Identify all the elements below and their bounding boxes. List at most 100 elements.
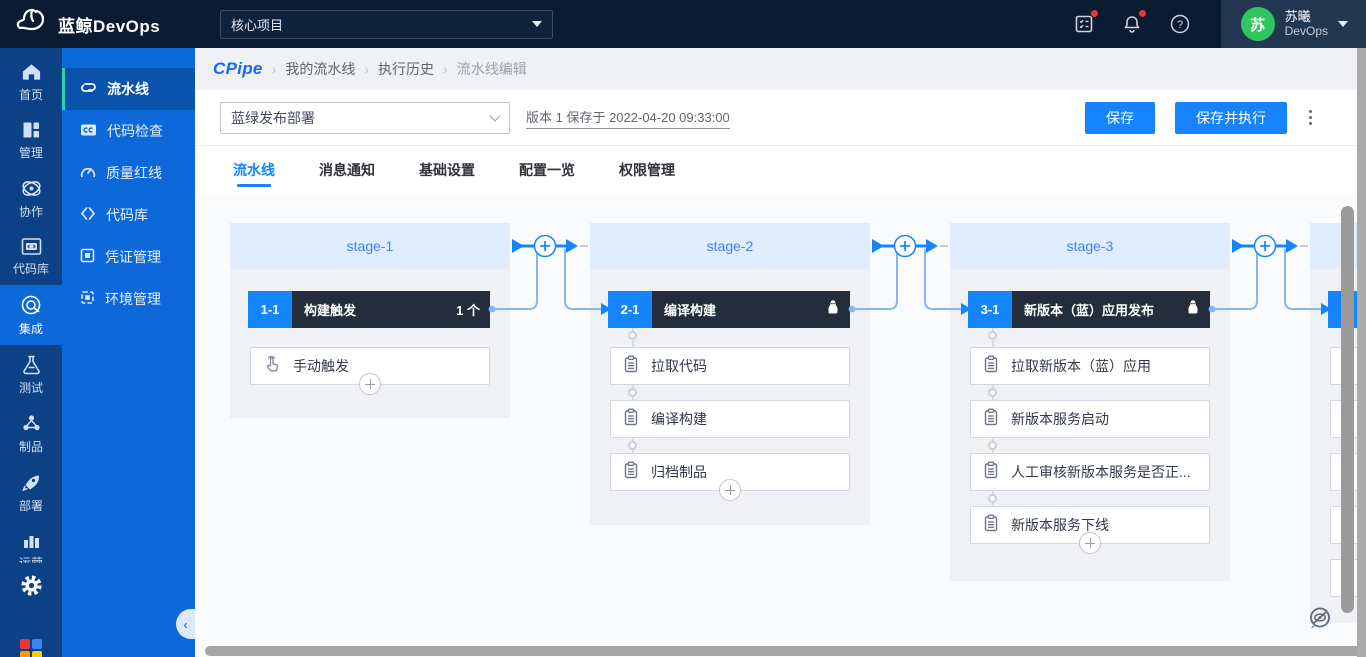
sidebar-item-repo[interactable]: 代码库 xyxy=(62,194,195,236)
pipeline-name-select[interactable]: 蓝绿发布部署 xyxy=(220,101,510,134)
grid-icon xyxy=(21,120,41,140)
job-header-1-1[interactable]: 1-1 构建触发 1 个 xyxy=(248,291,490,328)
chevron-down-icon xyxy=(532,21,542,27)
sidebar-item-integration[interactable]: 集成 xyxy=(0,285,62,345)
help-button[interactable]: ? xyxy=(1165,9,1195,39)
bell-button[interactable] xyxy=(1117,9,1147,39)
stage-column-2: stage-2 2-1 编译构建 拉取代码 xyxy=(590,223,870,525)
stage-column-1: stage-1 1-1 构建触发 1 个 手动触发 xyxy=(230,223,510,418)
user-menu[interactable]: 苏 苏曦 DevOps xyxy=(1220,0,1366,48)
todo-list-button[interactable] xyxy=(1069,9,1099,39)
notification-dot xyxy=(1090,10,1098,17)
repo-icon xyxy=(80,206,96,224)
clipboard-icon xyxy=(983,514,999,537)
connector-dot xyxy=(988,441,997,450)
project-select[interactable]: 核心项目 xyxy=(220,9,553,39)
more-menu-button[interactable] xyxy=(1309,110,1312,125)
tab-basic-settings[interactable]: 基础设置 xyxy=(419,161,475,178)
tab-permissions[interactable]: 权限管理 xyxy=(619,161,675,178)
user-name: 苏曦 xyxy=(1284,9,1311,24)
job-header-2-1[interactable]: 2-1 编译构建 xyxy=(608,291,850,328)
connector-dot xyxy=(628,388,637,397)
add-stage-button[interactable] xyxy=(893,234,917,258)
sidebar-item-pipeline[interactable]: 流水线 xyxy=(62,68,195,110)
breadcrumb-separator: › xyxy=(443,61,448,77)
task-build[interactable]: 编译构建 xyxy=(610,400,850,438)
sidebar-item-collab[interactable]: 协作 xyxy=(0,169,62,228)
primary-sidebar: 首页 管理 协作 代码库 集成 测试 制品 部署 xyxy=(0,48,62,657)
settings-button[interactable] xyxy=(0,563,62,613)
add-task-button[interactable] xyxy=(719,479,741,501)
add-stage-button[interactable] xyxy=(533,234,557,258)
sidebar-item-artifact[interactable]: 制品 xyxy=(0,404,62,463)
bluewhale-logo-icon xyxy=(16,7,50,42)
canvas-vertical-scrollbar[interactable] xyxy=(1341,206,1354,613)
tab-notifications[interactable]: 消息通知 xyxy=(319,161,375,178)
sidebar-item-codecheck[interactable]: 代码检查 xyxy=(62,110,195,152)
sidebar-item-home[interactable]: 首页 xyxy=(0,48,62,111)
app-launcher-button[interactable] xyxy=(0,613,62,657)
bluewhale-brand[interactable]: 蓝鲸DevOps xyxy=(0,7,196,42)
tab-bar: 流水线 消息通知 基础设置 配置一览 权限管理 xyxy=(195,146,1366,193)
task-pull-code[interactable]: 拉取代码 xyxy=(610,347,850,385)
add-task-button[interactable] xyxy=(359,373,381,395)
preview-toggle-button[interactable] xyxy=(1307,605,1333,631)
sidebar-item-coderepo[interactable]: 代码库 xyxy=(0,228,62,285)
chevron-down-icon xyxy=(489,109,501,122)
pipeline-canvas[interactable]: stage-1 1-1 构建触发 1 个 手动触发 xyxy=(195,193,1366,657)
bell-icon xyxy=(1122,14,1142,34)
topbar: 蓝鲸DevOps 核心项目 xyxy=(0,0,1366,48)
tab-pipeline[interactable]: 流水线 xyxy=(233,146,275,193)
chevron-down-icon xyxy=(1338,21,1348,27)
stage-3-header[interactable]: stage-3 xyxy=(950,223,1230,269)
bar-chart-icon xyxy=(21,531,42,550)
job-header-3-1[interactable]: 3-1 新版本（蓝）应用发布 xyxy=(968,291,1210,328)
pipeline-name-value: 蓝绿发布部署 xyxy=(231,109,315,126)
sidebar-item-manage[interactable]: 管理 xyxy=(0,111,62,169)
tab-config-overview[interactable]: 配置一览 xyxy=(519,161,575,178)
add-task-button[interactable] xyxy=(1079,532,1101,554)
sidebar-item-qualitygate[interactable]: 质量红线 xyxy=(62,152,195,194)
save-and-run-button[interactable]: 保存并执行 xyxy=(1175,101,1287,134)
save-button[interactable]: 保存 xyxy=(1085,101,1155,134)
task-manual-trigger[interactable]: 手动触发 xyxy=(250,347,490,395)
breadcrumb-item[interactable]: 我的流水线 xyxy=(285,61,356,77)
task-pull-new-blue-app[interactable]: 拉取新版本（蓝）应用 xyxy=(970,347,1210,385)
eye-slash-icon xyxy=(1310,607,1330,628)
canvas-horizontal-scrollbar[interactable] xyxy=(205,646,1366,656)
sidebar-collapse-button[interactable]: ‹ xyxy=(176,609,195,639)
connector-dot xyxy=(988,494,997,503)
clipboard-icon xyxy=(623,355,639,378)
sidebar-item-environment[interactable]: 环境管理 xyxy=(62,278,195,320)
stage-1-header[interactable]: stage-1 xyxy=(230,223,510,269)
rocket-icon xyxy=(21,472,42,493)
sidebar-item-credential[interactable]: 凭证管理 xyxy=(62,236,195,278)
task-manual-review-new-service[interactable]: 人工审核新版本服务是否正... xyxy=(970,453,1210,491)
connector-dot xyxy=(628,441,637,450)
linux-icon xyxy=(826,299,840,320)
task-archive-artifact[interactable]: 归档制品 xyxy=(610,453,850,501)
version-link[interactable]: 版本 1 保存于 2022-04-20 09:33:00 xyxy=(526,107,730,129)
sidebar-item-test[interactable]: 测试 xyxy=(0,345,62,404)
stage-2-header[interactable]: stage-2 xyxy=(590,223,870,269)
breadcrumb-separator: › xyxy=(271,61,277,77)
sidebar-item-operation[interactable]: 运营 xyxy=(0,522,62,563)
task-offline-new-service[interactable]: 新版本服务下线 xyxy=(970,506,1210,554)
page-vertical-scrollbar[interactable] xyxy=(1357,48,1366,657)
add-stage-button[interactable] xyxy=(1253,234,1277,258)
pipeline-header: 蓝绿发布部署 版本 1 保存于 2022-04-20 09:33:00 保存 保… xyxy=(195,90,1366,146)
task-start-new-service[interactable]: 新版本服务启动 xyxy=(970,400,1210,438)
hand-click-icon xyxy=(263,355,281,378)
collab-icon xyxy=(21,178,42,199)
breadcrumb-item[interactable]: 执行历史 xyxy=(378,61,435,77)
clipboard-icon xyxy=(983,408,999,431)
clipboard-icon xyxy=(983,461,999,484)
sidebar-item-deploy[interactable]: 部署 xyxy=(0,463,62,522)
connector-dot xyxy=(628,331,637,340)
artifact-icon xyxy=(21,413,42,434)
cpipe-logo[interactable]: CPipe xyxy=(213,59,263,78)
code-check-icon xyxy=(80,123,97,140)
clipboard-icon xyxy=(983,355,999,378)
job-badge: 1-1 xyxy=(248,291,292,328)
breadcrumb-separator: › xyxy=(364,61,370,77)
